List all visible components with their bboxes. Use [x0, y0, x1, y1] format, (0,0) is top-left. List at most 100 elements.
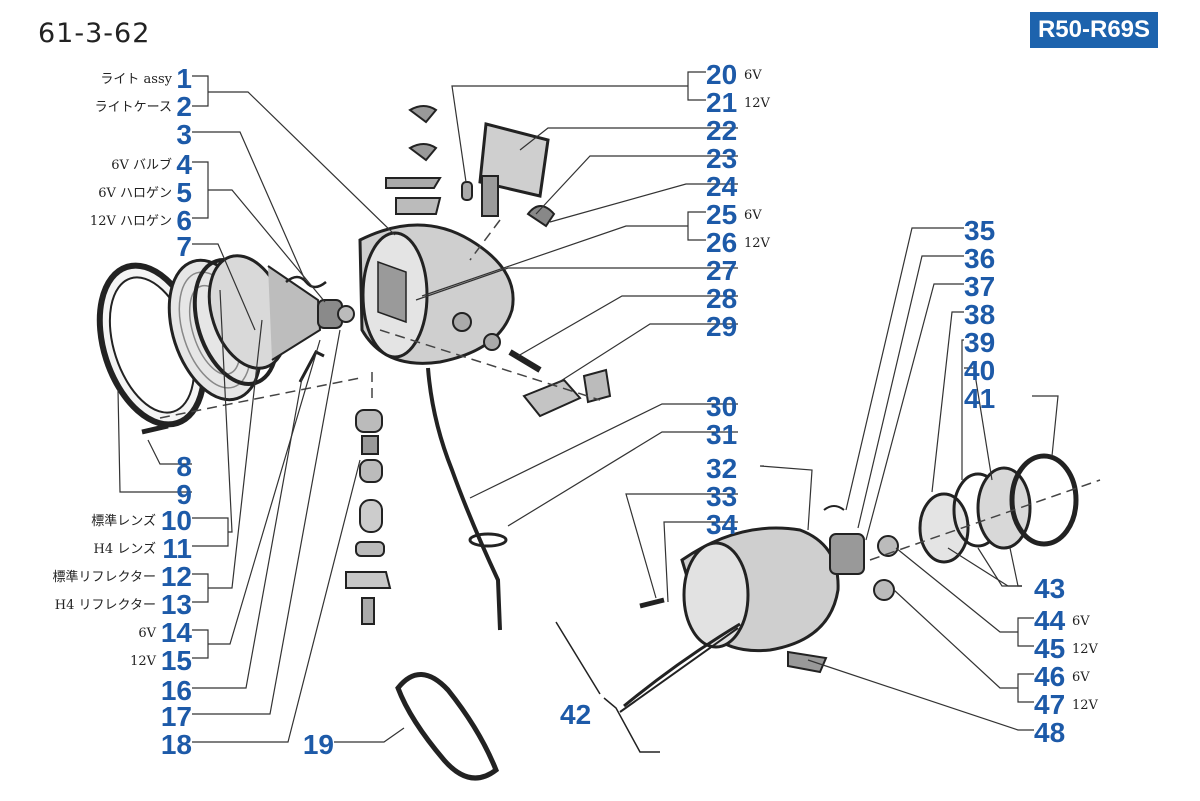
callout-27: 27	[706, 255, 737, 286]
callout-11: 11 H4 レンズ	[94, 533, 192, 564]
callout-label: H4 リフレクター	[55, 598, 156, 613]
callout-number: 18	[161, 729, 192, 760]
callout-number: 11	[162, 533, 192, 564]
callout-number: 31	[706, 419, 737, 450]
callout-label: 12V	[744, 96, 771, 111]
callout-25: 25 6V	[706, 199, 762, 230]
spring-clip	[285, 275, 327, 289]
callout-number: 4	[176, 149, 192, 180]
callout-5: 5 6V ハロゲン	[98, 177, 192, 208]
callout-number: 1	[176, 63, 192, 94]
callout-23: 23	[706, 143, 737, 174]
callout-number: 8	[176, 451, 192, 482]
callout-1: 1 ライト assy	[100, 63, 192, 94]
callout-30: 30	[706, 391, 737, 422]
callout-label: 6V	[744, 208, 762, 223]
callout-21: 21 12V	[706, 87, 771, 118]
taillight-lens-rings	[918, 453, 1079, 564]
callout-number: 17	[161, 701, 192, 732]
callout-33: 33	[706, 481, 737, 512]
callout-number: 22	[706, 115, 737, 146]
callout-18: 18	[161, 729, 192, 760]
callout-label: 6V	[138, 626, 156, 641]
callout-41: 41	[964, 383, 995, 414]
callout-47: 47 12V	[1034, 689, 1099, 720]
callout-36: 36	[964, 243, 995, 274]
callout-2: 2 ライトケース	[95, 91, 192, 122]
headlight-case	[358, 223, 515, 365]
callout-label: H4 レンズ	[94, 541, 156, 557]
callout-number: 19	[303, 729, 334, 760]
callout-number: 32	[706, 453, 737, 484]
callout-number: 28	[706, 283, 737, 314]
callout-number: 47	[1034, 689, 1065, 720]
callout-number: 12	[161, 561, 192, 592]
callout-48: 48	[1034, 717, 1065, 748]
callout-label: 12V	[744, 236, 771, 251]
callout-number: 16	[161, 675, 192, 706]
callout-label: 6V	[1072, 670, 1090, 685]
callout-34: 34	[706, 509, 738, 540]
model-badge: R50-R69S	[1030, 12, 1158, 48]
callout-31: 31	[706, 419, 737, 450]
callout-label: ライトケース	[95, 100, 172, 115]
callout-number: 10	[161, 505, 192, 536]
light-switch-stack	[345, 409, 392, 625]
callout-29: 29	[706, 311, 737, 342]
callout-label: 6V	[1072, 614, 1090, 629]
callout-label: 12V	[130, 654, 157, 669]
callout-number: 46	[1034, 661, 1065, 692]
callout-label: ライト assy	[100, 72, 172, 87]
callout-number: 24	[706, 171, 738, 202]
callout-8: 8	[176, 451, 192, 482]
callout-number: 21	[706, 87, 737, 118]
callout-4: 46V バルブ	[111, 149, 192, 180]
assembly-axis-lines	[159, 219, 1101, 561]
callout-label: 6V ハロゲン	[98, 186, 172, 201]
callout-22: 22	[706, 115, 737, 146]
headlight-reflector	[207, 254, 322, 370]
callout-26: 26 12V	[706, 227, 771, 258]
callout-number: 2	[176, 91, 192, 122]
callout-number: 35	[964, 215, 995, 246]
callout-label: 標準リフレクター	[53, 569, 156, 585]
callout-35: 35	[964, 215, 995, 246]
callout-16: 16	[161, 675, 192, 706]
callout-number: 40	[964, 355, 995, 386]
leader-lines	[117, 71, 1059, 743]
callout-number: 3	[176, 119, 192, 150]
callout-24: 24	[706, 171, 738, 202]
page-reference-number: 61-3-62	[38, 18, 151, 49]
callout-number: 25	[706, 199, 737, 230]
callout-label: 12V	[1072, 698, 1099, 713]
callout-number: 14	[161, 617, 193, 648]
callout-7: 7	[176, 231, 192, 262]
callout-number: 6	[176, 205, 192, 236]
callout-32: 32	[706, 453, 737, 484]
callout-label: 6V	[744, 68, 762, 83]
callout-number: 9	[176, 479, 192, 510]
callout-number: 38	[964, 299, 995, 330]
callout-17: 17	[161, 701, 192, 732]
cable-grommet	[468, 532, 508, 548]
callout-number: 5	[176, 177, 192, 208]
callout-number: 42	[560, 699, 591, 730]
callout-number: 39	[964, 327, 995, 358]
taillight-housing	[619, 526, 840, 713]
callout-number: 41	[964, 383, 995, 414]
callout-number: 23	[706, 143, 737, 174]
callout-number: 34	[706, 509, 738, 540]
callout-number: 26	[706, 227, 737, 258]
callout-38: 38	[964, 299, 995, 330]
callout-46: 46 6V	[1034, 661, 1090, 692]
headlight-assembly-art	[96, 105, 1079, 781]
